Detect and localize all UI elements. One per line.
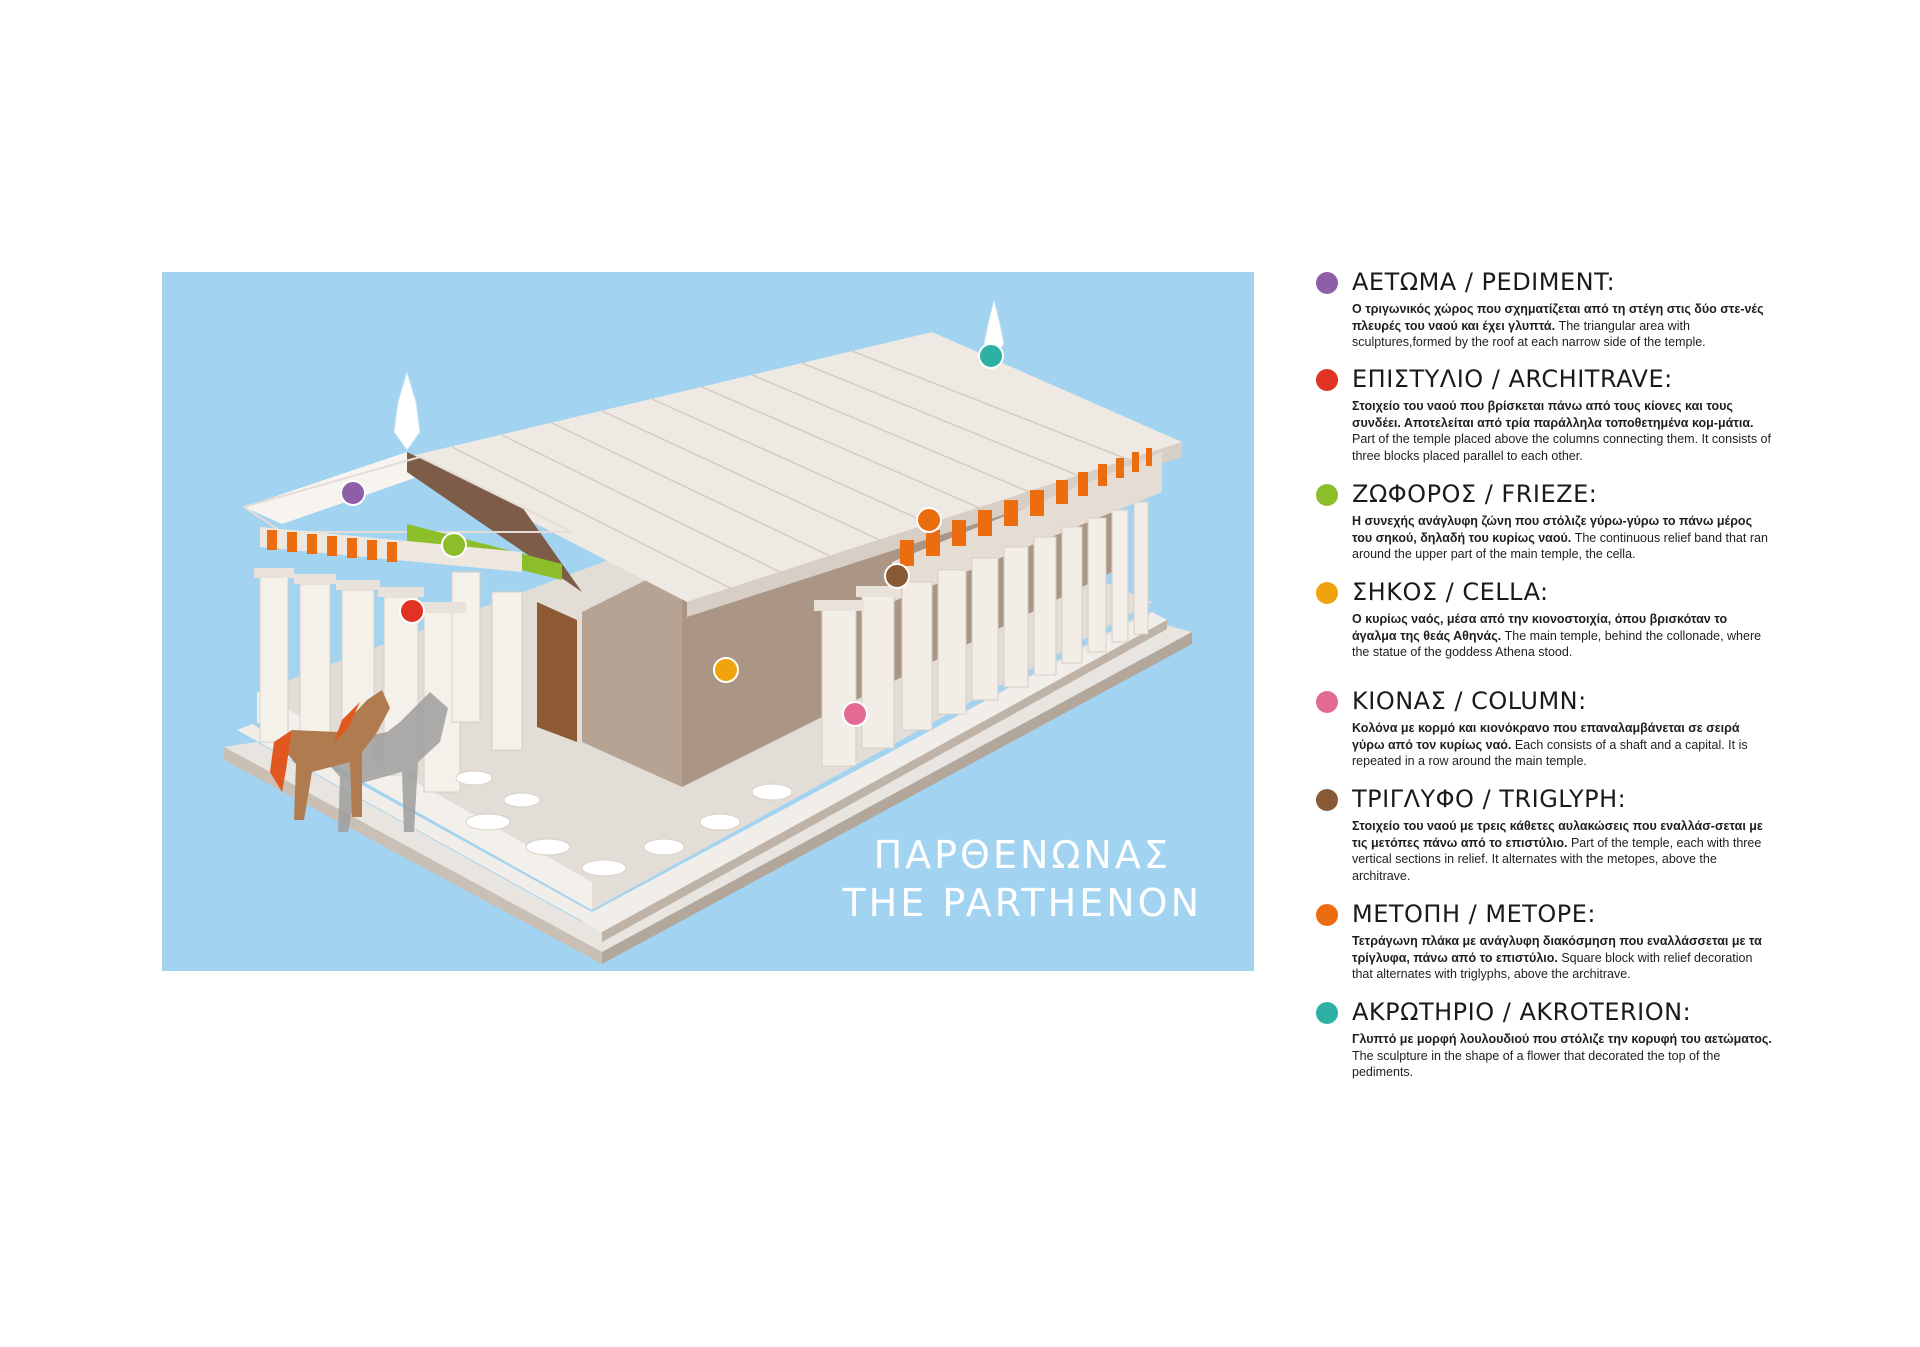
frieze-legend-icon bbox=[1316, 484, 1338, 506]
legend-description: Κολόνα με κορμό και κιονόκρανο που επανα… bbox=[1352, 721, 1748, 768]
legend-description: Στοιχείο του ναού με τρεις κάθετες αυλακ… bbox=[1352, 819, 1763, 883]
legend-title: ΣΗΚΟΣ / CELLA: bbox=[1352, 578, 1549, 606]
legend-description: Γλυπτό με μορφή λουλουδιού που στόλιζε τ… bbox=[1352, 1032, 1772, 1079]
title-english: THE PARTHENON bbox=[842, 881, 1202, 925]
legend-description: Η συνεχής ανάγλυφη ζώνη που στόλιζε γύρω… bbox=[1352, 514, 1768, 561]
legend-title: ΜΕΤΟΠΗ / METOPE: bbox=[1352, 900, 1597, 928]
horse-figure bbox=[270, 690, 448, 832]
architrave-marker[interactable] bbox=[399, 598, 425, 624]
akroterion-legend-icon bbox=[1316, 1002, 1338, 1024]
legend-title: ΖΩΦΟΡΟΣ / FRIEZE: bbox=[1352, 480, 1598, 508]
title-greek: ΠΑΡΘΕΝΩΝΑΣ bbox=[873, 833, 1171, 877]
column-marker[interactable] bbox=[842, 701, 868, 727]
legend-description: Τετράγωνη πλάκα με ανάγλυφη διακόσμηση π… bbox=[1352, 934, 1762, 981]
metope-legend-icon bbox=[1316, 904, 1338, 926]
legend-title: ΑΚΡΩΤΗΡΙΟ / AKROTERION: bbox=[1352, 998, 1692, 1026]
legend-title: ΕΠΙΣΤΥΛΙΟ / ARCHITRAVE: bbox=[1352, 365, 1673, 393]
architrave-legend-icon bbox=[1316, 369, 1338, 391]
pediment-legend-icon bbox=[1316, 272, 1338, 294]
frieze-marker[interactable] bbox=[441, 532, 467, 558]
legend-description: Στοιχείο του ναού που βρίσκεται πάνω από… bbox=[1352, 399, 1771, 463]
parthenon-illustration: ΠΑΡΘΕΝΩΝΑΣ THE PARTHENON bbox=[162, 272, 1254, 971]
triglyph-legend-icon bbox=[1316, 789, 1338, 811]
cella-marker[interactable] bbox=[713, 657, 739, 683]
cella-legend-icon bbox=[1316, 582, 1338, 604]
legend-title: ΚΙΟΝΑΣ / COLUMN: bbox=[1352, 687, 1587, 715]
illustration-title: ΠΑΡΘΕΝΩΝΑΣ THE PARTHENON bbox=[842, 831, 1202, 927]
column-legend-icon bbox=[1316, 691, 1338, 713]
legend-description: Ο τριγωνικός χώρος που σχηματίζεται από … bbox=[1352, 302, 1764, 349]
pediment-marker[interactable] bbox=[340, 480, 366, 506]
akroterion-marker[interactable] bbox=[978, 343, 1004, 369]
triglyph-marker[interactable] bbox=[884, 563, 910, 589]
legend-title: ΤΡΙΓΛΥΦΟ / TRIGLYPH: bbox=[1352, 785, 1627, 813]
legend-title: ΑΕΤΩΜΑ / PEDIMENT: bbox=[1352, 268, 1616, 296]
legend-description: Ο κυρίως ναός, μέσα από την κιονοστοιχία… bbox=[1352, 612, 1762, 659]
metope-marker[interactable] bbox=[916, 507, 942, 533]
